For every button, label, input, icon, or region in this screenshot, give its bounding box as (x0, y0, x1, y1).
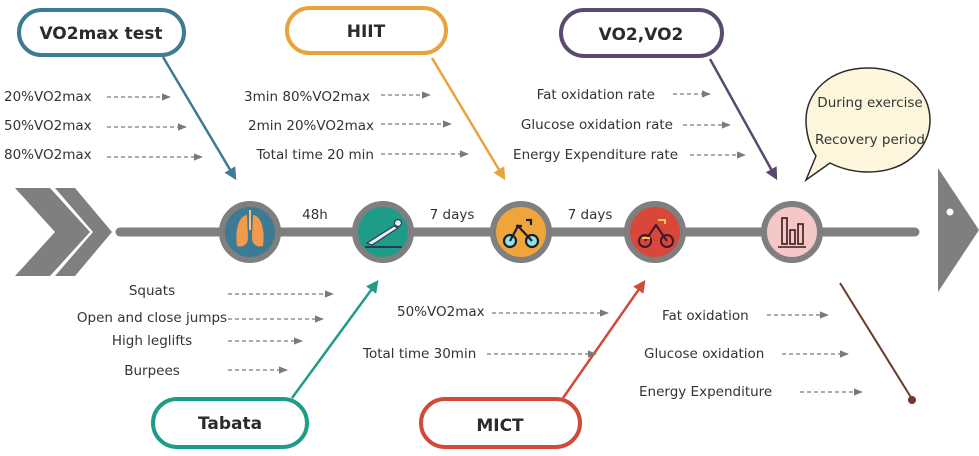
mict-group: MICT 50%VO2max Total time 30min (362, 279, 646, 449)
vo2-title: VO2,VO2 (599, 25, 684, 45)
exercise-item: Squats (129, 283, 175, 299)
timing-speech-bubble: During exercise Recovery period (804, 67, 931, 183)
timeline-node-measurement (761, 201, 823, 263)
interval-label: 7 days (430, 207, 475, 223)
exercise-item: Open and close jumps (77, 310, 227, 326)
bubble-line: Recovery period (815, 132, 925, 148)
outcomes-group: Fat oxidation Glucose oxidation Energy E… (639, 282, 916, 404)
interval-label: 7 days (568, 207, 613, 223)
protocol-item: Total time 20 min (255, 147, 374, 163)
hiit-title: HIIT (347, 22, 386, 42)
mict-title: MICT (476, 416, 524, 436)
bicycle-icon (638, 219, 674, 248)
exercise-item: High leglifts (112, 333, 192, 349)
protocol-item: 3min 80%VO2max (244, 89, 370, 105)
plank-icon (365, 218, 403, 248)
timeline-node-hiit (490, 201, 552, 263)
bubble-line: During exercise (817, 95, 922, 111)
hiit-group: HIIT 3min 80%VO2max 2min 20%VO2max Total… (244, 6, 506, 181)
lungs-icon (236, 210, 264, 247)
vo2max-test-group: VO2max test 20%VO2max 50%VO2max 80%VO2ma… (4, 8, 237, 181)
bicycle-icon (502, 218, 540, 249)
exercise-item: Burpees (124, 363, 180, 379)
protocol-item: 50%VO2max (397, 304, 485, 320)
protocol-item: Total time 30min (362, 346, 476, 362)
vo2-group: VO2,VO2 Fat oxidation rate Glucose oxida… (513, 8, 778, 181)
start-chevrons-icon (15, 188, 112, 276)
measure-item: Energy Expenditure rate (513, 147, 678, 163)
protocol-item: 50%VO2max (4, 118, 92, 134)
interval-label: 48h (302, 207, 328, 223)
timeline-node-tabata (352, 201, 414, 263)
vo2max-test-title: VO2max test (39, 24, 162, 44)
measure-item: Fat oxidation rate (537, 87, 655, 103)
tabata-group: Tabata Squats Open and close jumps High … (77, 279, 379, 449)
protocol-item: 20%VO2max (4, 89, 92, 105)
end-arrow-icon (938, 168, 979, 292)
timeline-node-vo2max (219, 201, 281, 263)
tabata-title: Tabata (198, 414, 262, 434)
protocol-item: 2min 20%VO2max (248, 118, 374, 134)
timeline-node-mict (624, 201, 686, 263)
outcome-item: Fat oxidation (662, 308, 749, 324)
outcome-item: Energy Expenditure (639, 384, 772, 400)
bar-chart-icon (778, 217, 806, 248)
measure-item: Glucose oxidation rate (521, 117, 673, 133)
protocol-item: 80%VO2max (4, 147, 92, 163)
outcome-item: Glucose oxidation (644, 346, 764, 362)
